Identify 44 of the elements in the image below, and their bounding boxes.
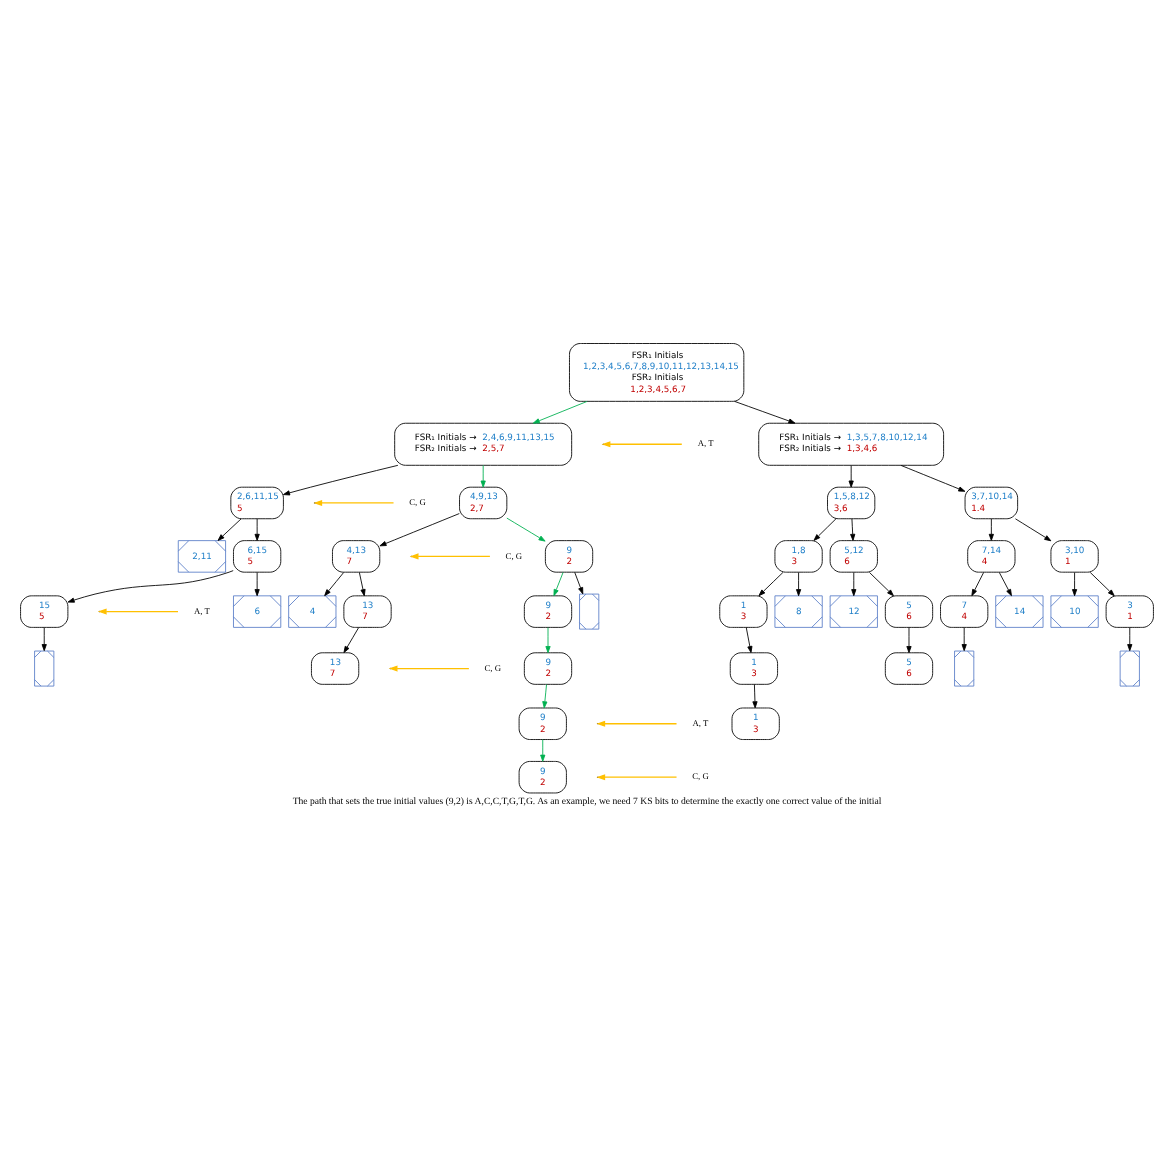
arrow (506, 517, 546, 542)
arrow (851, 572, 857, 597)
arrow (532, 400, 588, 424)
arrow (900, 464, 966, 492)
arrow (540, 739, 546, 762)
arrow (988, 518, 994, 541)
arrow (869, 572, 894, 597)
arrow (971, 572, 985, 597)
arrow (906, 627, 912, 654)
arrow (961, 627, 967, 652)
arrow (758, 572, 784, 597)
arrow (574, 572, 584, 595)
arrow (1014, 518, 1052, 542)
arrow (848, 464, 854, 488)
arrow (796, 572, 802, 597)
arrow (1127, 627, 1133, 652)
arrow (97, 608, 179, 615)
arrow (480, 464, 486, 488)
arrow (734, 400, 796, 424)
arrow (998, 572, 1012, 597)
arrow (41, 627, 47, 652)
arrow (254, 518, 260, 541)
arrow (553, 572, 564, 597)
arrow (324, 572, 345, 597)
arrow (1072, 572, 1078, 597)
arrow (409, 553, 491, 560)
arrow (254, 572, 260, 597)
arrow (813, 518, 837, 541)
arrow (545, 627, 551, 654)
arrow (217, 518, 242, 541)
arrow (379, 513, 460, 547)
arrow (1089, 572, 1115, 597)
arrow (542, 684, 548, 709)
arrow (596, 774, 678, 781)
arrow (343, 627, 360, 654)
arrow (67, 570, 234, 603)
arrow (596, 720, 678, 727)
arrow (850, 518, 856, 541)
arrow (358, 572, 366, 597)
arrow (601, 441, 683, 448)
arrow (752, 684, 758, 709)
arrow (283, 464, 399, 496)
arrow (313, 499, 395, 507)
arrow (745, 627, 753, 654)
